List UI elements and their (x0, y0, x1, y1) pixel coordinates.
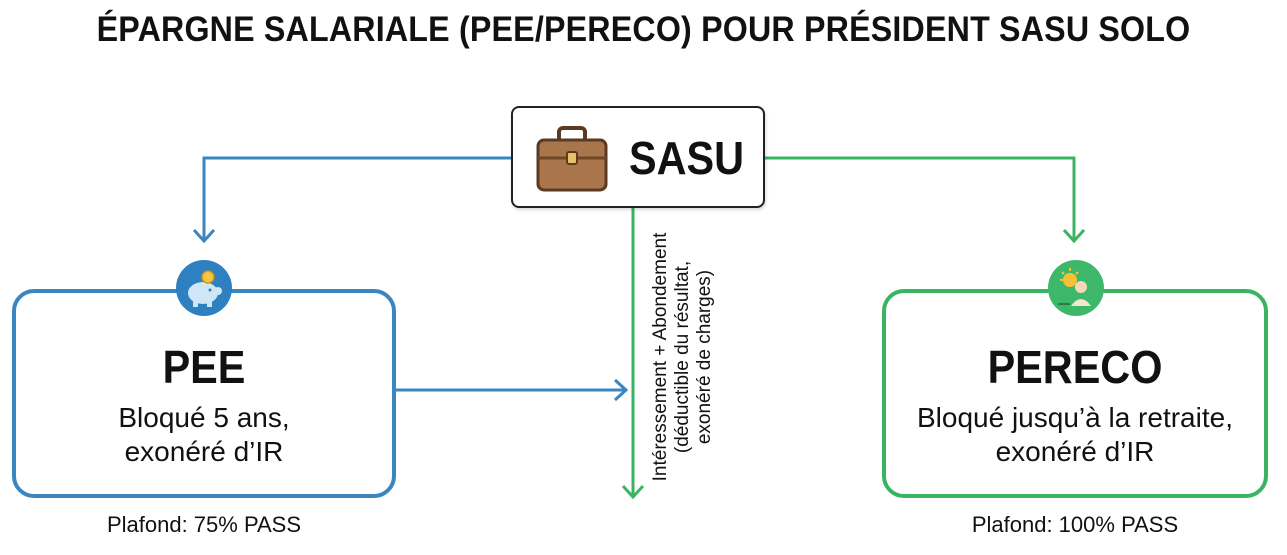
flow-label-line1: Intéressement + Abondement (650, 232, 671, 482)
pee-title: PEE (162, 341, 246, 393)
arrowhead-pereco (1062, 228, 1086, 244)
retiree-sun-icon (1048, 260, 1104, 316)
pee-plafond: Plafond: 75% PASS (106, 512, 302, 537)
sasu-label: SASU (629, 132, 745, 184)
pereco-desc-line2: exonéré d’IR (995, 436, 1155, 467)
arrow-sasu-to-pee (202, 156, 511, 240)
flow-label-line3: exonéré de charges) (694, 269, 715, 445)
pereco-description: Bloqué jusqu’à la retraite, exonéré d’IR (886, 401, 1264, 469)
arrowhead-flow (613, 378, 629, 402)
arrowhead-pee (192, 228, 216, 244)
flow-label: Intéressement + Abondement (déductible d… (650, 212, 716, 502)
flow-label-line2: (déductible du résultat, (672, 260, 693, 454)
pereco-title: PERECO (987, 341, 1163, 393)
piggy-bank-icon (176, 260, 232, 316)
briefcase-icon (535, 124, 609, 199)
pee-description: Bloqué 5 ans, exonéré d’IR (16, 401, 392, 469)
sasu-node: SASU (511, 106, 765, 208)
pee-desc-line1: Bloqué 5 ans, (118, 402, 290, 433)
pereco-desc-line1: Bloqué jusqu’à la retraite, (917, 402, 1233, 433)
pereco-plafond: Plafond: 100% PASS (971, 512, 1179, 537)
page-title: ÉPARGNE SALARIALE (PEE/PERECO) POUR PRÉS… (96, 10, 1191, 49)
arrow-sasu-to-pereco (765, 156, 1076, 240)
arrowhead-down (621, 484, 645, 500)
pereco-card: PERECO Bloqué jusqu’à la retraite, exoné… (882, 289, 1268, 498)
pee-card: PEE Bloqué 5 ans, exonéré d’IR (12, 289, 396, 498)
pee-desc-line2: exonéré d’IR (124, 436, 284, 467)
